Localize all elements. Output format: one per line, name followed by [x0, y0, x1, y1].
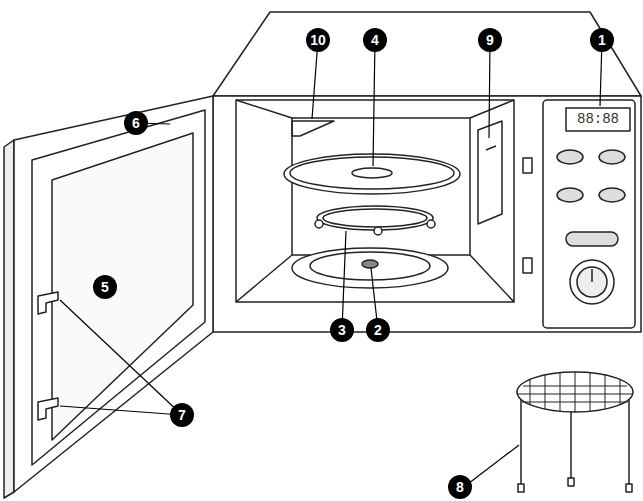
control-dial	[570, 260, 614, 304]
panel-button	[599, 188, 625, 202]
panel-button	[557, 188, 583, 202]
latch-slot	[523, 158, 532, 173]
cavity-floor	[292, 248, 448, 288]
control-panel	[543, 100, 635, 328]
panel-button	[599, 150, 625, 164]
callout-number: 5	[93, 275, 117, 299]
door-hook	[38, 292, 58, 314]
callout-number: 1	[590, 28, 614, 52]
display-readout: 88:88	[575, 111, 621, 127]
panel-button	[566, 232, 618, 246]
leader-lines	[60, 40, 602, 490]
roller-wheel	[315, 220, 323, 228]
oven-cavity	[236, 100, 514, 302]
roller-wheel	[374, 227, 382, 235]
callout-number: 10	[306, 28, 330, 52]
oven-front	[213, 96, 641, 332]
grill-rack	[517, 372, 633, 492]
callout-number: 8	[448, 475, 472, 499]
display-window	[566, 108, 630, 131]
door-window	[52, 133, 193, 440]
latch-slot	[523, 258, 532, 273]
panel-button	[557, 150, 583, 164]
door	[14, 96, 213, 492]
callout-number: 9	[478, 28, 502, 52]
door-edge	[4, 140, 14, 498]
roller-wheel	[427, 220, 435, 228]
glass-tray	[284, 154, 460, 194]
oven-top	[213, 12, 641, 96]
callout-number: 2	[366, 318, 390, 342]
callout-number: 6	[124, 111, 148, 135]
coupler	[362, 260, 378, 268]
door-hook	[38, 398, 58, 420]
waveguide-cover	[478, 121, 502, 224]
callout-number: 3	[330, 318, 354, 342]
callout-number: 4	[363, 28, 387, 52]
cavity-lamp	[292, 121, 334, 136]
callout-number: 7	[170, 403, 194, 427]
roller-ring	[317, 206, 433, 230]
door-frame	[32, 110, 205, 465]
